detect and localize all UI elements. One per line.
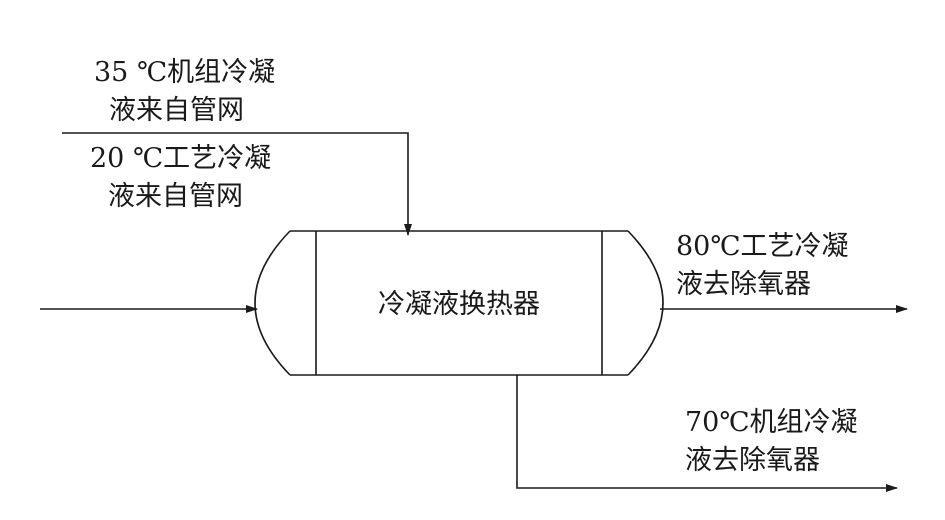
input-label-unit-condensate-line2: 液来自管网: [109, 95, 244, 126]
output-label-unit-condensate-line1: 70℃机组冷凝: [685, 407, 858, 438]
inlet-top-arrow: [62, 132, 412, 236]
heat-exchanger-vessel: [254, 230, 664, 376]
input-label-process-condensate-line2: 液来自管网: [108, 181, 243, 212]
output-label-process-condensate: 80℃工艺冷凝 液去除氧器: [676, 228, 849, 304]
input-label-process-condensate: 20 ℃工艺冷凝 液来自管网: [90, 140, 271, 216]
vessel-left-head: [254, 230, 291, 376]
input-label-unit-condensate-line1: 35 ℃机组冷凝: [94, 57, 276, 88]
output-label-unit-condensate: 70℃机组冷凝 液去除氧器: [685, 404, 858, 480]
outlet-bottom-arrow: [516, 375, 898, 492]
vessel-label: 冷凝液换热器: [378, 289, 540, 320]
input-label-unit-condensate: 35 ℃机组冷凝 液来自管网: [94, 54, 275, 130]
input-label-process-condensate-line1: 20 ℃工艺冷凝: [90, 143, 272, 174]
output-label-unit-condensate-line2: 液去除氧器: [685, 445, 820, 476]
vessel-right-head: [627, 230, 664, 376]
output-label-process-condensate-line1: 80℃工艺冷凝: [676, 231, 849, 262]
output-label-process-condensate-line2: 液去除氧器: [676, 269, 811, 300]
